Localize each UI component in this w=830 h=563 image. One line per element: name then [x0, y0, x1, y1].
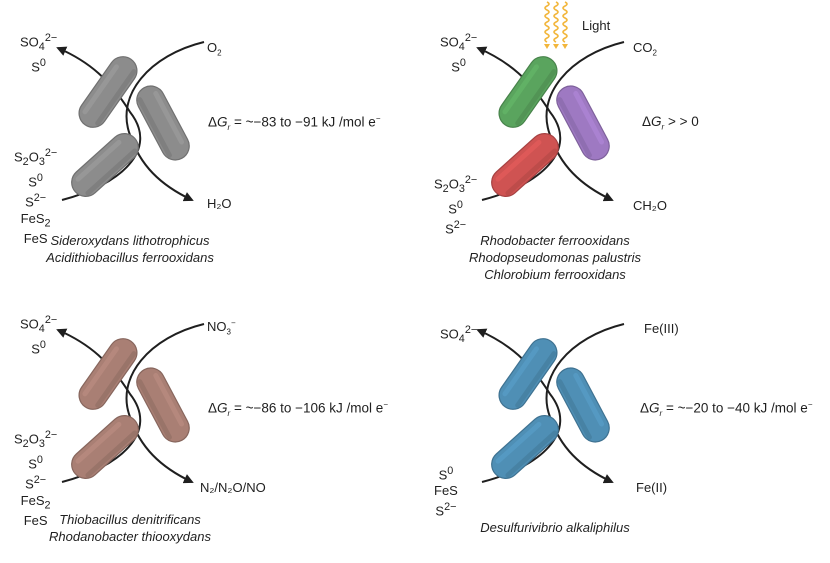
reduction-arrow — [545, 41, 625, 202]
electron-acceptor-label: O2 — [207, 40, 222, 58]
light-ray — [544, 1, 550, 43]
substrate-species: S2O32− — [434, 174, 478, 195]
bacterium-cell-icon — [498, 56, 558, 128]
species-name: Rhodanobacter thiooxydans — [49, 529, 211, 544]
substrate-species: S2− — [25, 474, 47, 492]
gibbs-energy-label: ΔGr = ~−20 to −40 kJ /mol e− — [640, 400, 813, 419]
product-species: S0 — [31, 56, 46, 75]
product-species: S0 — [31, 338, 46, 357]
panel-artwork — [56, 41, 205, 202]
light-ray — [553, 1, 559, 43]
reduction-arrow — [125, 41, 205, 202]
oxidation-products: SO42− S0 — [20, 312, 57, 357]
bacterium-cell-icon — [71, 415, 139, 479]
product-species: SO42− — [440, 32, 478, 53]
reduction-arrow — [545, 323, 625, 484]
bacterium-cell-icon — [71, 133, 139, 197]
species-name: Rhodobacter ferrooxidans — [480, 233, 630, 248]
substrate-species: S0 — [28, 453, 43, 472]
reduction-arrow — [125, 323, 205, 484]
substrate-species: S0 — [28, 171, 43, 190]
substrate-species: S2O32− — [14, 147, 58, 168]
bacterium-cell-icon — [498, 338, 558, 410]
light-label: Light — [582, 18, 611, 33]
bacterium-cell-icon — [491, 133, 559, 197]
panel-artwork — [476, 323, 625, 484]
substrate-species: S0 — [448, 198, 463, 217]
electron-acceptor-label: Fe(III) — [644, 321, 679, 336]
substrate-species: S2− — [435, 501, 457, 519]
species-name: Desulfurivibrio alkaliphilus — [480, 520, 630, 535]
reduced-product-label: Fe(II) — [636, 480, 668, 495]
substrate-species: S2− — [445, 219, 467, 237]
species-name: Acidithiobacillus ferrooxidans — [46, 250, 214, 265]
bacterium-cell-icon — [136, 367, 190, 443]
oxidation-products: SO42− S0 — [20, 30, 57, 75]
panel-artwork — [56, 323, 205, 484]
reduced-product-label: H₂O — [207, 196, 232, 211]
oxidation-products: SO42− S0 — [440, 30, 477, 75]
substrate-species: S2− — [25, 192, 47, 210]
reduced-product-label: N₂/N₂O/NO — [200, 480, 266, 495]
bacterium-cell-icon — [556, 85, 610, 161]
oxidation-products: SO42− — [440, 322, 477, 347]
panel-artwork — [476, 1, 625, 202]
light-ray — [562, 1, 568, 43]
species-name: Rhodopseudomonas palustris — [469, 250, 641, 265]
bacterium-cell-icon — [136, 85, 190, 161]
reduced-product-label: CH₂O — [633, 198, 667, 213]
light-rays-icon — [544, 1, 568, 49]
product-species: SO42− — [20, 32, 58, 53]
product-species: SO42− — [20, 314, 58, 335]
electron-acceptor-label: NO3− — [207, 318, 236, 337]
substrate-species: FeS2 — [20, 492, 51, 512]
substrate-species: FeS2 — [20, 210, 51, 230]
bacterium-cell-icon — [78, 56, 138, 128]
gibbs-energy-label: ΔGr > > 0 — [642, 114, 699, 132]
species-name: Sideroxydans lithotrophicus — [50, 233, 210, 248]
species-list: Desulfurivibrio alkaliphilus — [420, 519, 690, 536]
substrate-species: FeS — [23, 231, 48, 247]
species-name: Chlorobium ferrooxidans — [484, 267, 626, 282]
substrate-species: FeS — [23, 513, 48, 529]
species-name: Thiobacillus denitrificans — [59, 512, 201, 527]
bacterium-cell-icon — [491, 415, 559, 479]
product-species: S0 — [451, 56, 466, 75]
substrate-species: S2O32− — [14, 429, 58, 450]
substrate-species: S0 — [438, 465, 454, 483]
gibbs-energy-label: ΔGr = ~−86 to −106 kJ /mol e− — [208, 400, 388, 419]
substrate-species: FeS — [434, 483, 458, 499]
gibbs-energy-label: ΔGr = ~−83 to −91 kJ /mol e− — [208, 114, 381, 133]
bacterium-cell-icon — [556, 367, 610, 443]
electron-acceptor-label: CO2 — [633, 40, 657, 58]
bacterium-cell-icon — [78, 338, 138, 410]
product-species: SO42− — [440, 324, 478, 345]
